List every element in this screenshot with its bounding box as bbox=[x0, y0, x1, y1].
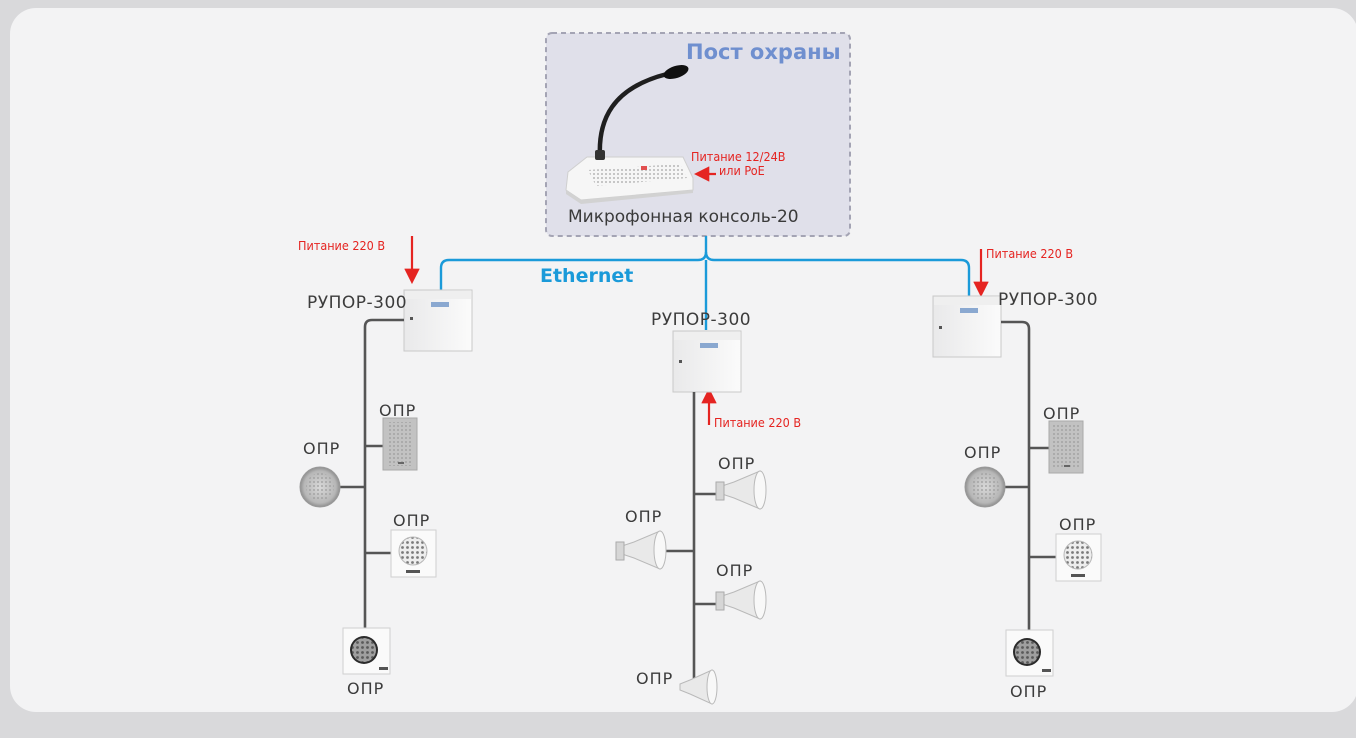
center-amplifier-label: РУПОР-300 bbox=[651, 310, 752, 330]
left-bottom-speaker-image bbox=[342, 627, 391, 675]
console-label: Микрофонная консоль-20 bbox=[568, 207, 799, 227]
left-power-label: Питание 220 В bbox=[298, 238, 386, 253]
left-square-speaker-image bbox=[390, 529, 437, 578]
center-power-label: Питание 220 В bbox=[714, 415, 802, 430]
left-ceiling-speaker-image bbox=[299, 466, 341, 508]
right-bottom-speaker-image bbox=[1005, 629, 1054, 677]
left-amplifier-label: РУПОР-300 bbox=[307, 293, 408, 313]
center-horn-speaker-1-image bbox=[715, 470, 767, 510]
right-ceiling-speaker-image bbox=[964, 466, 1006, 508]
right-power-label: Питание 220 В bbox=[986, 246, 1074, 261]
center-horn-speaker-2-image bbox=[615, 530, 667, 570]
right-speaker-label-1: ОПР bbox=[1043, 404, 1081, 423]
right-speaker-label-4: ОПР bbox=[1010, 682, 1048, 701]
ethernet-cable bbox=[439, 236, 971, 330]
left-speaker-label-1: ОПР bbox=[379, 401, 417, 420]
right-amplifier-image bbox=[932, 295, 1002, 358]
center-amplifier-image bbox=[672, 330, 742, 393]
left-speaker-label-4: ОПР bbox=[347, 679, 385, 698]
left-speaker-label-2: ОПР bbox=[303, 439, 341, 458]
security-post-title: Пост охраны bbox=[686, 40, 841, 64]
center-horn-speaker-4-image bbox=[679, 669, 718, 705]
center-speaker-label-2: ОПР bbox=[625, 507, 663, 526]
center-horn-speaker-3-image bbox=[715, 580, 767, 620]
center-speaker-label-3: ОПР bbox=[716, 561, 754, 580]
right-speaker-wiring bbox=[1001, 320, 1056, 630]
console-power-label-1: Питание 12/24В bbox=[691, 149, 786, 164]
right-square-speaker-image bbox=[1055, 533, 1102, 582]
right-wall-speaker-image bbox=[1048, 420, 1084, 474]
center-speaker-label-1: ОПР bbox=[718, 454, 756, 473]
right-speaker-label-3: ОПР bbox=[1059, 515, 1097, 534]
right-speaker-label-2: ОПР bbox=[964, 443, 1002, 462]
left-speaker-label-3: ОПР bbox=[393, 511, 431, 530]
center-speaker-label-4: ОПР bbox=[636, 669, 674, 688]
left-speaker-wiring bbox=[340, 318, 404, 628]
ethernet-label: Ethernet bbox=[540, 265, 634, 287]
center-speaker-wiring bbox=[660, 392, 722, 680]
console-power-label-2: или PoE bbox=[719, 163, 765, 178]
right-amplifier-label: РУПОР-300 bbox=[998, 290, 1099, 310]
left-wall-speaker-image bbox=[382, 417, 418, 471]
microphone-console-image bbox=[565, 65, 694, 204]
left-amplifier-image bbox=[403, 289, 473, 352]
